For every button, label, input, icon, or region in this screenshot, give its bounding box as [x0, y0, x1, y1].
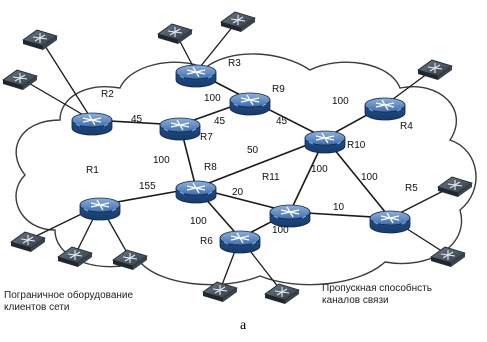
edge-device-link: [19, 77, 93, 121]
capacity-label-r11-r6: 100: [272, 225, 289, 236]
capacity-label-r9-r10: 45: [276, 116, 288, 127]
edge-device-icon: [157, 23, 193, 44]
router-icon-r7: [159, 117, 201, 141]
capacity-label-r10-r4: 100: [332, 96, 349, 107]
edge-device-icon: [22, 29, 58, 50]
edge-device-icon: [2, 69, 38, 90]
router-label-r5: R5: [405, 183, 418, 194]
capacity-label-r7-r9: 45: [214, 116, 226, 127]
router-icon-r8: [175, 180, 217, 204]
capacity-label-r3-r9: 100: [204, 93, 221, 104]
router-icon-r3: [175, 64, 217, 88]
edge-device-icon: [57, 246, 93, 267]
router-label-r1: R1: [86, 165, 99, 176]
router-label-r2: R2: [101, 89, 114, 100]
capacity-label-r8-r11: 20: [232, 187, 244, 198]
edge-device-icon: [417, 59, 453, 80]
edge-device-icon: [264, 283, 300, 304]
edge-device-icon: [10, 231, 46, 252]
edge-device-icon: [220, 11, 256, 32]
link-capacity-caption-line2: каналов связи: [322, 295, 389, 306]
edge-device-icon: [112, 249, 148, 270]
router-icon-r11: [269, 204, 311, 228]
capacity-label-r7-r8: 100: [153, 155, 170, 166]
figure-label: а: [240, 318, 247, 333]
router-label-r9: R9: [272, 84, 285, 95]
link-r8-r10: [195, 137, 326, 189]
edge-equipment-caption-line2: клиентов сети: [4, 302, 70, 313]
router-label-r6: R6: [200, 236, 213, 247]
router-icon-r9: [229, 92, 271, 116]
edge-equipment-caption-line1: Пограничное оборудование: [4, 290, 134, 301]
router-label-r11: R11: [262, 172, 280, 183]
router-label-r4: R4: [400, 121, 413, 132]
router-icon-r10: [304, 130, 346, 154]
edge-device-icon: [430, 246, 466, 267]
capacity-label-r10-r5: 100: [361, 172, 378, 183]
router-label-r3: R3: [228, 58, 241, 69]
router-label-r8: R8: [204, 162, 217, 173]
edge-device-link: [39, 37, 93, 121]
capacity-label-r11-r10: 100: [311, 164, 328, 175]
router-label-r10: R10: [347, 140, 366, 151]
edge-device-icon: [437, 176, 473, 197]
link-capacity-caption: Пропускная способнсть каналов связи: [322, 283, 432, 307]
router-label-r7: R7: [200, 132, 213, 143]
capacity-label-r1-r8: 155: [139, 181, 156, 192]
router-icon-r1: [79, 197, 121, 221]
router-icon-r5: [369, 210, 411, 234]
link-capacity-caption-line1: Пропускная способнсть: [322, 283, 432, 294]
edge-device-icon: [202, 281, 238, 302]
capacity-label-r8-r10: 50: [247, 145, 259, 156]
capacity-label-r2-r7: 45: [131, 114, 143, 125]
router-icon-r2: [71, 112, 113, 136]
edge-equipment-caption: Пограничное оборудование клиентов сети: [4, 290, 133, 314]
router-icon-r4: [364, 97, 406, 121]
capacity-label-r11-r5: 10: [333, 202, 345, 213]
capacity-label-r8-r6: 100: [190, 216, 207, 227]
router-icon-r6: [219, 230, 261, 254]
